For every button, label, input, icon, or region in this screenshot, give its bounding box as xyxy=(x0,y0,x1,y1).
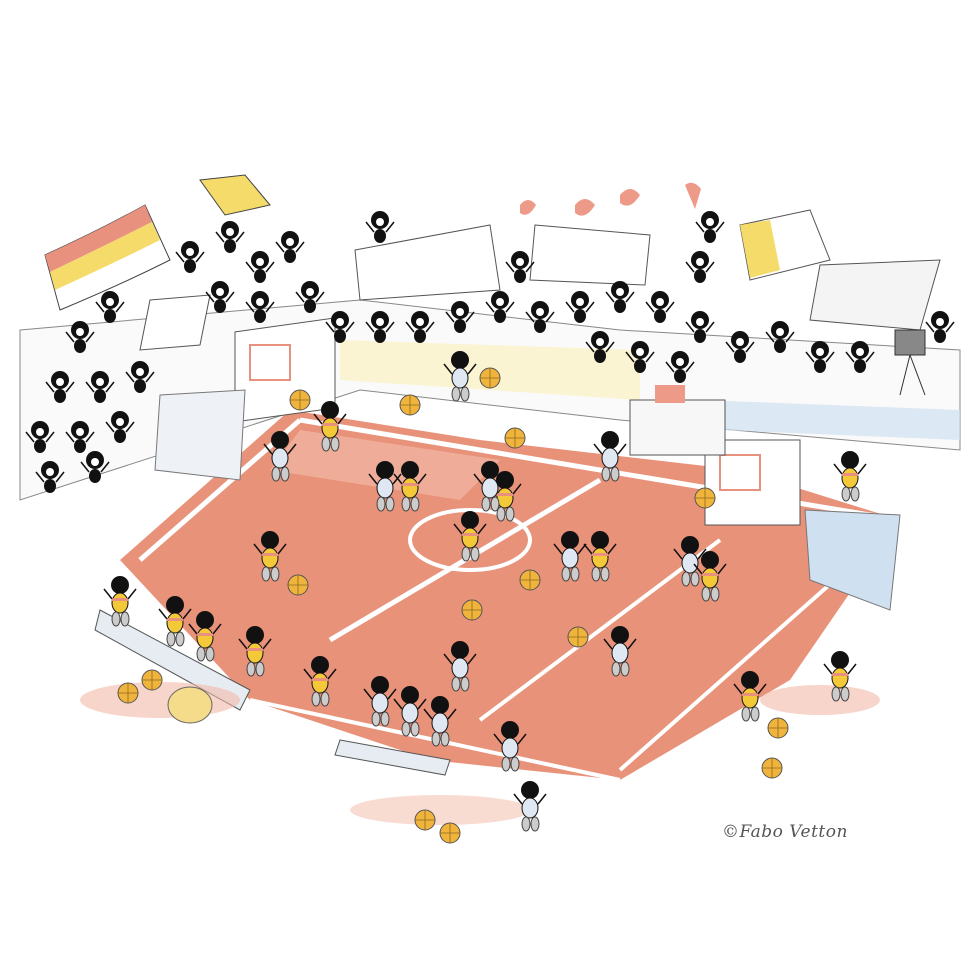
artist-signature: ©Fabo Vetton xyxy=(722,822,848,842)
